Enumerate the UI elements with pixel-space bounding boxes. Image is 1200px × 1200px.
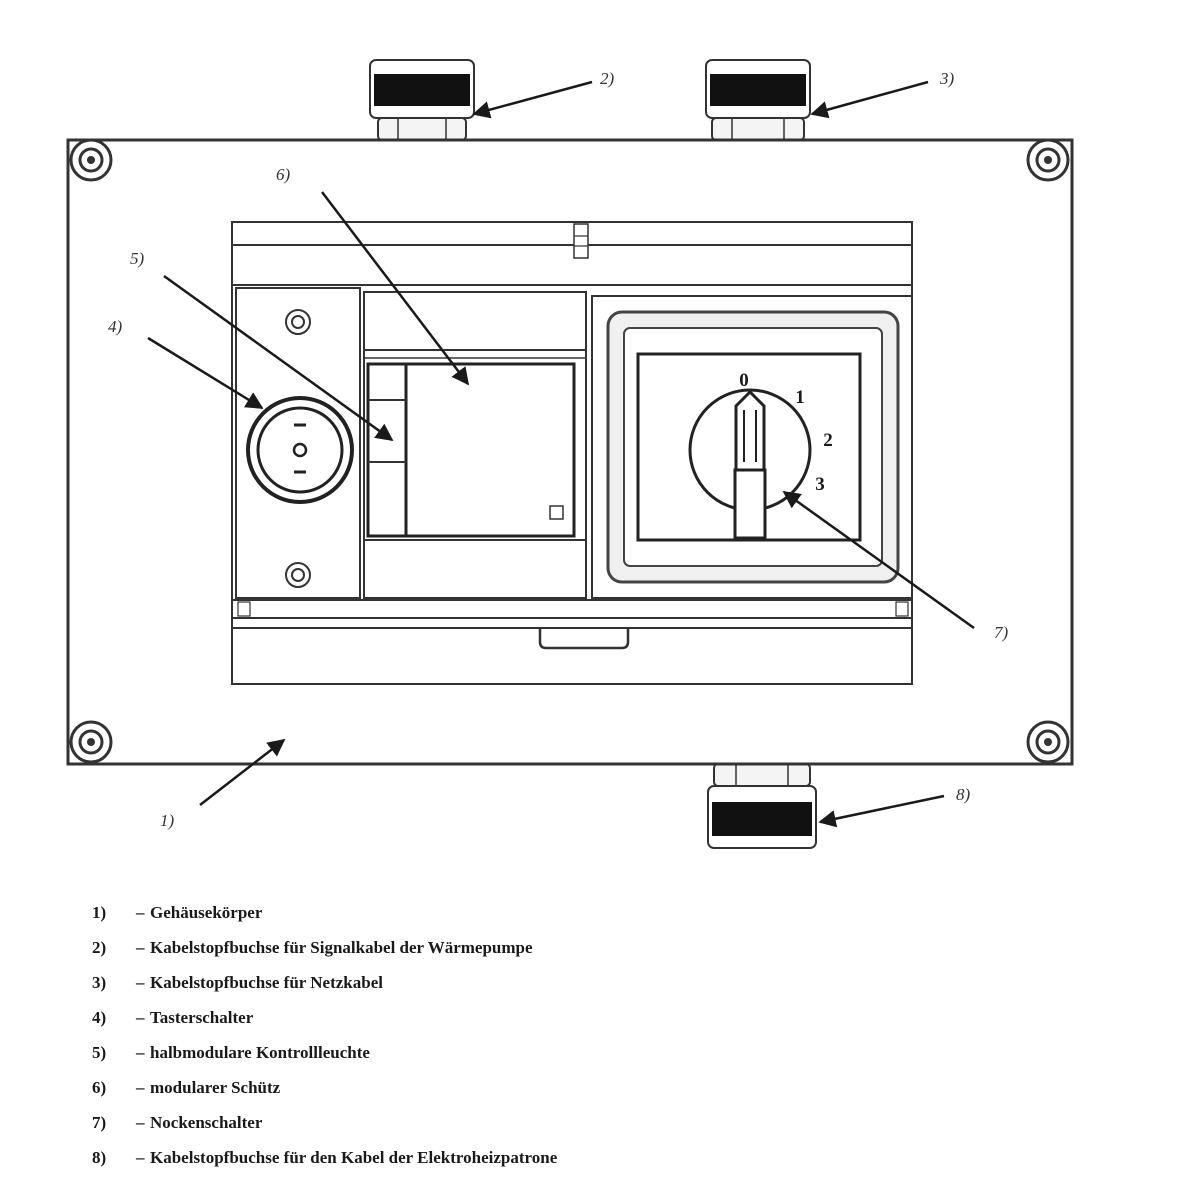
legend-number: 2): [92, 938, 107, 957]
corner-screw-icon: [69, 720, 113, 764]
legend-dash: –: [136, 1078, 145, 1097]
arrow-2: [472, 80, 593, 119]
legend-dash: –: [136, 973, 145, 992]
legend-item: 1) –Gehäusekörper: [92, 895, 992, 930]
legend-dash: –: [136, 1113, 145, 1132]
callout-6: 6): [276, 165, 291, 184]
legend-number: 5): [92, 1043, 107, 1062]
legend-text: Gehäusekörper: [150, 903, 263, 922]
legend-text: Kabelstopfbuchse für den Kabel der Elekt…: [150, 1148, 558, 1167]
arrow-8: [818, 794, 945, 828]
switch-pos-2: 2: [823, 430, 833, 451]
legend-number: 7): [92, 1113, 107, 1132]
arrow-3: [810, 80, 929, 119]
arrow-1: [199, 738, 286, 806]
arrow-6: [321, 191, 470, 386]
legend-item: 4) –Tasterschalter: [92, 1000, 992, 1035]
legend-dash: –: [136, 938, 145, 957]
legend-text: modularer Schütz: [150, 1078, 281, 1097]
legend-item: 2) –Kabelstopfbuchse für Signalkabel der …: [92, 930, 992, 965]
legend-item: 8) –Kabelstopfbuchse für den Kabel der El…: [92, 1140, 992, 1175]
cable-gland-signal: [369, 59, 475, 141]
callout-3: 3): [939, 69, 955, 88]
switch-pos-1: 1: [795, 387, 805, 408]
legend-number: 4): [92, 1008, 107, 1027]
legend-dash: –: [136, 1043, 145, 1062]
push-button-icon: [246, 396, 354, 504]
legend-text: Kabelstopfbuchse für Netzkabel: [150, 973, 383, 992]
rotary-knob-icon: [688, 388, 812, 540]
legend-dash: –: [136, 1148, 145, 1167]
legend-number: 1): [92, 903, 107, 922]
callout-4: 4): [108, 317, 123, 336]
enclosure-diagram: 0 1 2 3 1) 2) 3) 4) 5) 6) 7) 8): [66, 59, 1074, 849]
leader-arrows: [147, 80, 975, 828]
legend-text: halbmodulare Kontrollleuchte: [150, 1043, 370, 1062]
legend-text: Tasterschalter: [150, 1008, 254, 1027]
legend-dash: –: [136, 1008, 145, 1027]
legend: 1)–Gehäusekörper 2)–Kabelstopfbuchse für…: [92, 895, 992, 1175]
pilot-light-module: [366, 362, 408, 538]
callout-7: 7): [994, 623, 1009, 642]
callout-5: 5): [130, 249, 145, 268]
cable-gland-power: [705, 59, 811, 141]
legend-dash: –: [136, 903, 145, 922]
arrow-7: [782, 490, 975, 630]
module-screw-icon: [285, 309, 311, 335]
corner-screw-icon: [1026, 720, 1070, 764]
callout-8: 8): [956, 785, 971, 804]
callout-2: 2): [600, 69, 615, 88]
cam-switch-module: 0 1 2 3: [591, 295, 913, 599]
module-screw-icon: [285, 562, 311, 588]
switch-pos-3: 3: [815, 474, 825, 495]
corner-screw-icon: [69, 138, 113, 182]
legend-item: 5) –halbmodulare Kontrollleuchte: [92, 1035, 992, 1070]
legend-item: 6) –modularer Schütz: [92, 1070, 992, 1105]
legend-text: Kabelstopfbuchse für Signalkabel der Wär…: [150, 938, 533, 957]
arrow-5: [163, 274, 394, 442]
legend-item: 3) –Kabelstopfbuchse für Netzkabel: [92, 965, 992, 1000]
legend-text: Nockenschalter: [150, 1113, 263, 1132]
legend-number: 8): [92, 1148, 107, 1167]
cable-gland-heater: [707, 763, 817, 849]
switch-pos-0: 0: [739, 370, 749, 391]
legend-item: 7) –Nockenschalter: [92, 1105, 992, 1140]
callout-1: 1): [160, 811, 175, 830]
corner-screw-icon: [1026, 138, 1070, 182]
legend-number: 3): [92, 973, 107, 992]
legend-number: 6): [92, 1078, 107, 1097]
arrow-4: [147, 336, 264, 410]
push-button-module: [235, 287, 361, 599]
